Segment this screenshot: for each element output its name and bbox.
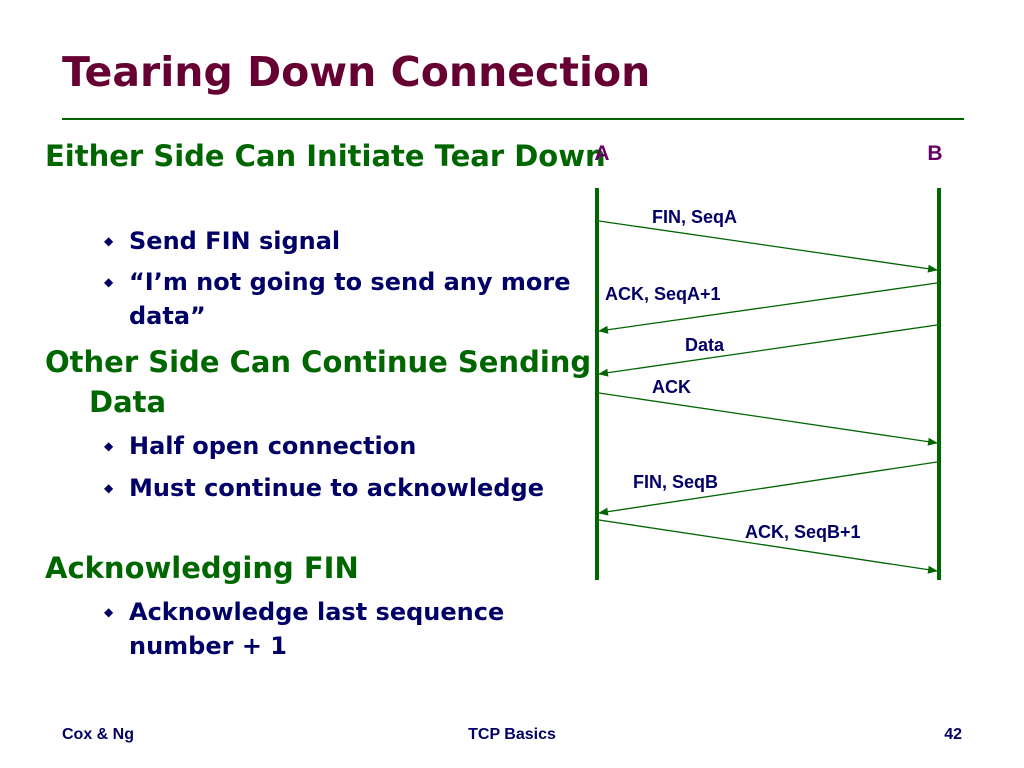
message-label-data: Data	[685, 335, 725, 355]
endpoint-a-label: A	[594, 142, 609, 165]
sub-bullet-text: Acknowledge last sequence number + 1	[129, 598, 505, 660]
sub-bullet-send-fin: ◆ Send FIN signal	[104, 224, 584, 258]
message-arrow-ack-seqa	[598, 282, 938, 334]
diamond-bullet-icon: ◆	[104, 481, 114, 495]
bullet-continue-sending: Other Side Can Continue Sending Data	[45, 345, 592, 419]
diamond-bullet-icon: ◆	[104, 275, 114, 289]
sub-bullet-text: Send FIN signal	[129, 227, 341, 255]
message-label-ack-seqa: ACK, SeqA+1	[605, 284, 721, 304]
title-divider	[62, 118, 964, 120]
message-label-ack: ACK	[652, 377, 691, 397]
bullet-acknowledging-fin: Acknowledging FIN	[45, 551, 359, 585]
sub-bullet-no-more-data: ◆ “I’m not going to send any more data”	[104, 265, 584, 333]
footer-topic: TCP Basics	[468, 726, 556, 743]
message-arrow-data	[598, 324, 938, 377]
sub-bullet-text: Must continue to acknowledge	[129, 474, 544, 502]
message-arrow-fin-seqa	[598, 220, 938, 273]
sub-bullet-must-acknowledge: ◆ Must continue to acknowledge	[104, 471, 584, 505]
slide-title: Tearing Down Connection	[62, 48, 651, 96]
sub-bullet-text: Half open connection	[129, 432, 417, 460]
message-label-ack-seqb: ACK, SeqB+1	[745, 522, 861, 542]
diamond-bullet-icon: ◆	[104, 605, 114, 619]
sub-bullet-ack-last-seq: ◆ Acknowledge last sequence number + 1	[104, 595, 584, 663]
endpoint-b-label: B	[927, 142, 942, 165]
footer-author: Cox & Ng	[62, 726, 134, 743]
message-arrow-ack-seqb	[598, 519, 938, 574]
page-number: 42	[944, 726, 962, 743]
message-arrow-ack	[598, 392, 938, 446]
sub-bullet-text: “I’m not going to send any more data”	[129, 268, 571, 330]
diamond-bullet-icon: ◆	[104, 234, 114, 248]
message-arrow-fin-seqb	[598, 461, 938, 516]
diamond-bullet-icon: ◆	[104, 439, 114, 453]
message-label-fin-seqb: FIN, SeqB	[633, 472, 718, 492]
sub-bullet-half-open: ◆ Half open connection	[104, 429, 584, 463]
bullet-initiate-teardown: Either Side Can Initiate Tear Down	[45, 139, 606, 173]
message-label-fin-seqa: FIN, SeqA	[652, 207, 737, 227]
